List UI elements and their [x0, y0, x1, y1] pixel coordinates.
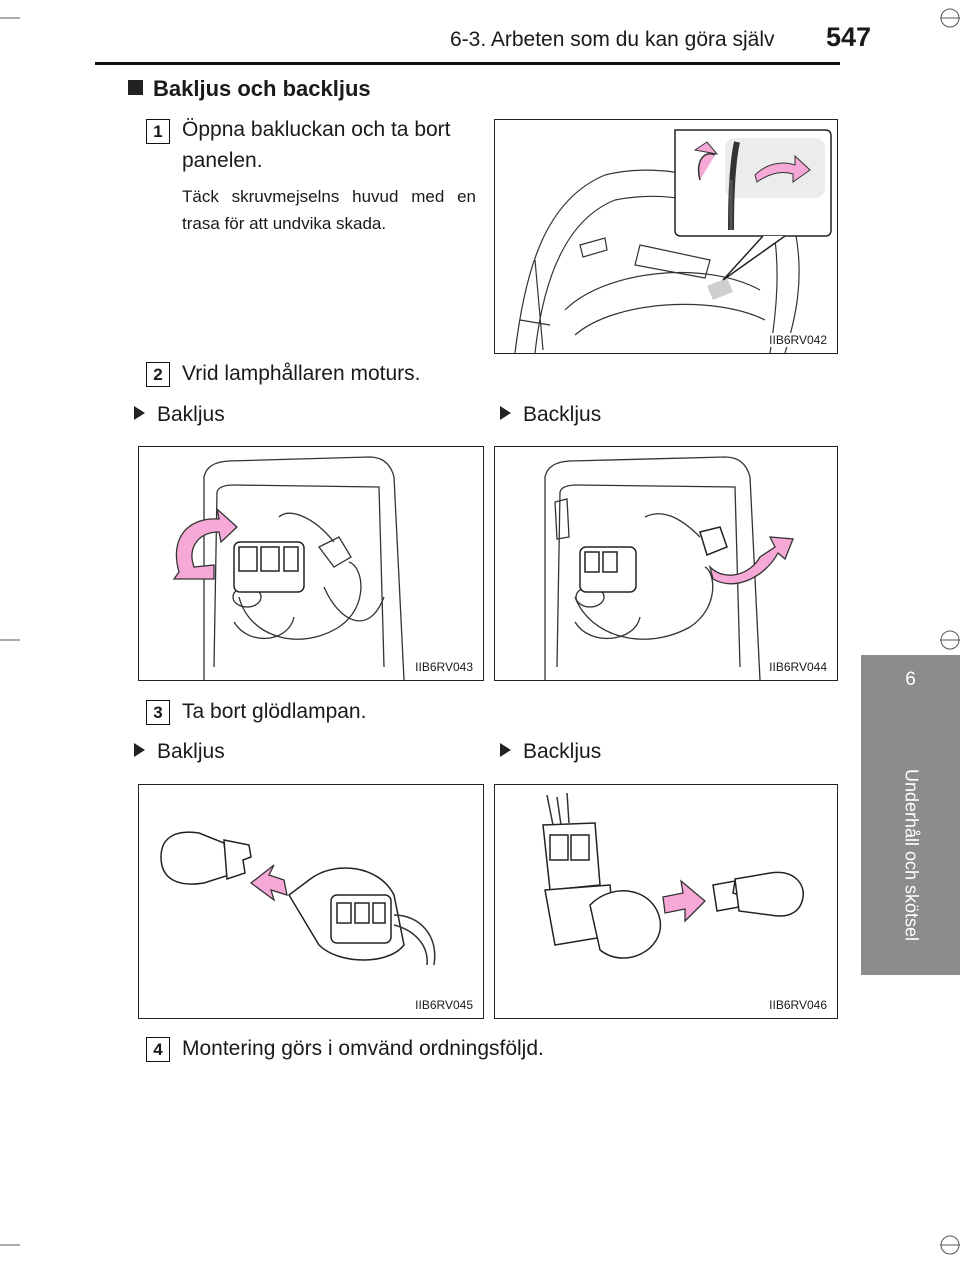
section-heading-text: Bakljus och backljus [153, 76, 371, 101]
figure-code: IIB6RV043 [413, 660, 475, 674]
page-number: 547 [826, 22, 872, 52]
figure-code: IIB6RV045 [413, 998, 475, 1012]
triangle-arrow-icon [134, 743, 145, 757]
triangle-arrow-icon [134, 406, 145, 420]
figure-code: IIB6RV042 [767, 333, 829, 347]
step-1-text: Öppna bakluckan och ta bort panelen. [182, 118, 451, 172]
step-3-text: Ta bort glödlampan. [182, 700, 367, 723]
step-number-3: 3 [146, 700, 170, 725]
chapter-title: Underhåll och skötsel [901, 768, 921, 942]
figure-code: IIB6RV044 [767, 660, 829, 674]
figure-code: IIB6RV046 [767, 998, 829, 1012]
step-number-4: 4 [146, 1037, 170, 1062]
square-bullet-icon [128, 80, 143, 95]
figure-open-hatch: IIB6RV042 [494, 119, 838, 354]
step-number-1: 1 [146, 119, 170, 144]
figure-tail-bulb-remove: IIB6RV045 [138, 784, 484, 1019]
triangle-arrow-icon [500, 743, 511, 757]
header-rule [95, 62, 840, 65]
chapter-number: 6 [905, 669, 916, 690]
step-2-text: Vrid lamphållaren moturs. [182, 362, 421, 385]
triangle-arrow-icon [500, 406, 511, 420]
chapter-tab: 6 Underhåll och skötsel [861, 655, 960, 975]
label-backup-light-2: Backljus [500, 740, 601, 764]
label-tail-light-1: Bakljus [134, 403, 225, 427]
step-4-text: Montering görs i omvänd ordningsföljd. [182, 1037, 544, 1060]
figure-backup-socket-rotate: IIB6RV044 [494, 446, 838, 681]
figure-tail-socket-rotate: IIB6RV043 [138, 446, 484, 681]
step-number-2: 2 [146, 362, 170, 387]
label-tail-light-2: Bakljus [134, 740, 225, 764]
figure-backup-bulb-remove: IIB6RV046 [494, 784, 838, 1019]
section-heading: Bakljus och backljus [128, 76, 371, 102]
header-section-title: 6-3. Arbeten som du kan göra själv [450, 28, 775, 51]
step-1-note: Täck skruvmejselns huvud med en trasa fö… [182, 187, 476, 233]
label-backup-light-1: Backljus [500, 403, 601, 427]
